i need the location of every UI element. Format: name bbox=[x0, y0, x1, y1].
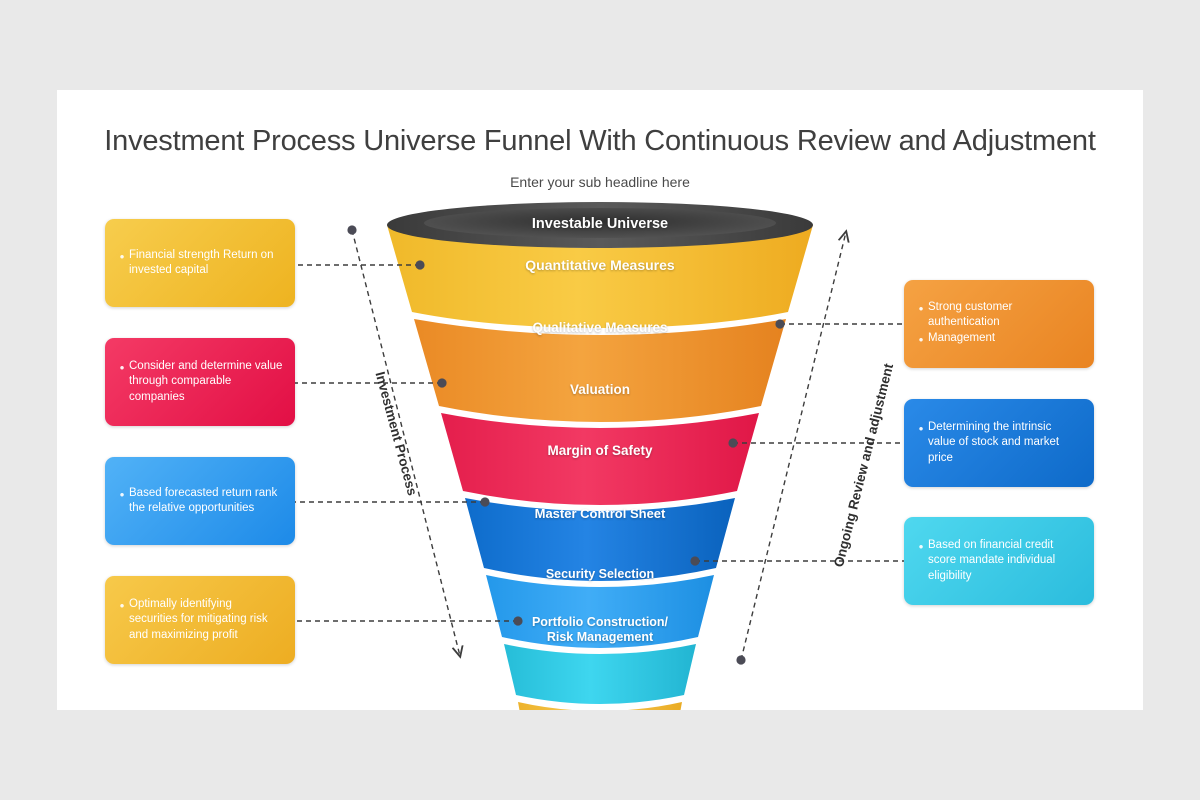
bullet-dot: • bbox=[918, 421, 924, 437]
dot-right-2 bbox=[728, 438, 738, 448]
bullet-item: • Determining the intrinsic value of sto… bbox=[914, 420, 1082, 466]
dot-axis-right-bottom bbox=[736, 655, 746, 665]
dot-axis-left-top bbox=[347, 225, 357, 235]
bullet-text: Financial strength Return on invested ca… bbox=[129, 248, 274, 276]
bullet-item: • Strong customer authentication bbox=[914, 300, 1082, 330]
bullet-item: • Management bbox=[914, 331, 1082, 348]
dot-right-3 bbox=[690, 556, 700, 566]
connector-dots bbox=[347, 225, 785, 665]
callout-left-3[interactable]: • Based forecasted return rank the relat… bbox=[105, 457, 295, 545]
funnel-graphics bbox=[57, 202, 1143, 710]
bullet-dot: • bbox=[119, 486, 125, 502]
callout-right-2[interactable]: • Determining the intrinsic value of sto… bbox=[904, 399, 1094, 487]
bullet-dot: • bbox=[119, 360, 125, 376]
bullet-text: Optimally identifying securities for mit… bbox=[129, 598, 268, 641]
callout-right-1[interactable]: • Strong customer authentication • Manag… bbox=[904, 280, 1094, 368]
bullet-dot: • bbox=[918, 539, 924, 555]
bullet-dot: • bbox=[119, 598, 125, 614]
callout-left-2[interactable]: • Consider and determine value through c… bbox=[105, 338, 295, 426]
bullet-text: Management bbox=[928, 331, 996, 344]
bullet-item: • Based on financial credit score mandat… bbox=[914, 538, 1082, 584]
axis-line-left bbox=[351, 229, 460, 656]
callout-left-1[interactable]: • Financial strength Return on invested … bbox=[105, 219, 295, 307]
bullet-item: • Optimally identifying securities for m… bbox=[115, 597, 283, 643]
funnel-body bbox=[387, 202, 813, 710]
bullet-text: Based on financial credit score mandate … bbox=[928, 539, 1056, 582]
callout-right-3[interactable]: • Based on financial credit score mandat… bbox=[904, 517, 1094, 605]
axis-line-right bbox=[740, 232, 846, 661]
bullet-text: Consider and determine value through com… bbox=[129, 360, 283, 403]
bullet-dot: • bbox=[918, 331, 924, 347]
page-title: Investment Process Universe Funnel With … bbox=[104, 125, 1096, 157]
bullet-dot: • bbox=[119, 248, 125, 264]
callout-left-4[interactable]: • Optimally identifying securities for m… bbox=[105, 576, 295, 664]
dot-right-1 bbox=[775, 319, 785, 329]
funnel-diagram: Investable Universe Quantitative Measure… bbox=[57, 90, 1143, 710]
slide-canvas: Investment Process Universe Funnel With … bbox=[57, 90, 1143, 710]
dot-left-3 bbox=[480, 497, 490, 507]
bullet-item: • Based forecasted return rank the relat… bbox=[115, 486, 283, 516]
bullet-text: Strong customer authentication bbox=[928, 301, 1013, 329]
page-subtitle: Enter your sub headline here bbox=[510, 174, 690, 190]
dot-left-1 bbox=[415, 260, 425, 270]
bullet-text: Based forecasted return rank the relativ… bbox=[129, 486, 278, 514]
bullet-item: • Financial strength Return on invested … bbox=[115, 248, 283, 278]
bullet-dot: • bbox=[918, 301, 924, 317]
bullet-item: • Consider and determine value through c… bbox=[115, 359, 283, 405]
bullet-text: Determining the intrinsic value of stock… bbox=[928, 421, 1060, 464]
dot-left-2 bbox=[437, 378, 447, 388]
dot-left-4 bbox=[513, 616, 523, 626]
